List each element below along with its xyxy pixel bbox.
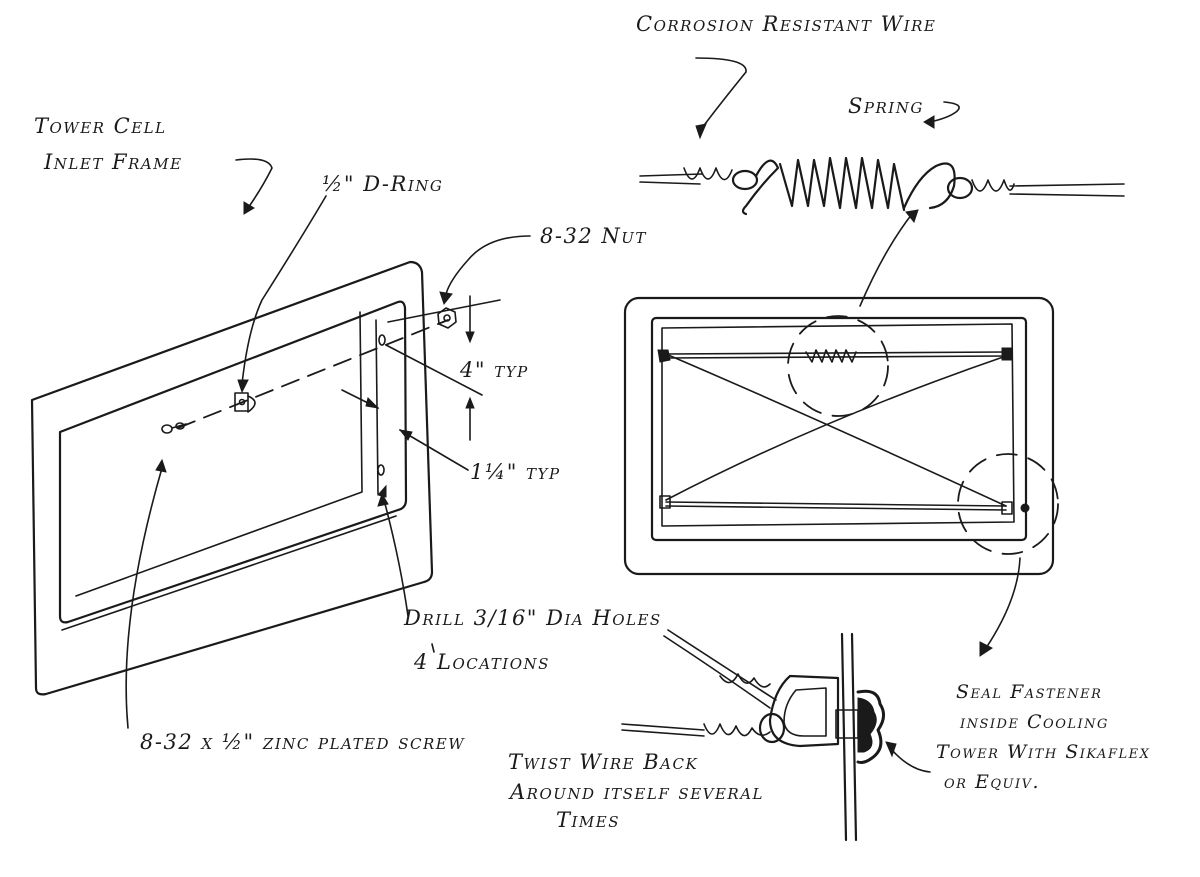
wire-spring-detail — [639, 156, 1125, 216]
dimension-4in — [385, 295, 501, 441]
nut-drawing — [437, 307, 457, 329]
label-twist-wire-line2: Around itself several — [510, 780, 765, 804]
label-corrosion-resistant-wire: Corrosion Resistant Wire — [636, 12, 937, 36]
installed-frame-front-view — [623, 209, 1059, 657]
label-twist-wire-line1: Twist Wire Back — [508, 750, 699, 774]
leader-arrows-left — [125, 158, 531, 729]
label-dimension-4in: 4" typ — [460, 358, 529, 382]
fastener-axis-dashed-line — [177, 319, 449, 429]
label-tower-cell: Tower Cell — [34, 114, 167, 138]
label-spring: Spring — [848, 94, 924, 118]
label-four-locations: 4 Locations — [414, 650, 550, 674]
label-screw: 8-32 x ½" zinc plated screw — [140, 730, 466, 754]
label-seal-line4: or Equiv. — [944, 771, 1041, 793]
label-twist-wire-line3: Times — [556, 808, 621, 832]
d-ring-attachment-detail — [621, 629, 931, 842]
d-ring-drawing — [234, 392, 256, 413]
stray-pencil-mark — [431, 643, 435, 653]
label-nut: 8-32 Nut — [540, 224, 647, 248]
label-drill-holes: Drill 3/16" Dia Holes — [404, 606, 662, 630]
screw-drawing — [161, 422, 187, 434]
dimension-1-quarter-in — [341, 389, 469, 471]
label-inlet-frame: Inlet Frame — [44, 150, 183, 174]
label-seal-line3: Tower With Sikaflex — [936, 741, 1151, 763]
tower-cell-inlet-frame-drawing — [30, 260, 434, 696]
label-dimension-1-quarter-in: 1¼" typ — [470, 460, 561, 484]
leader-arrows-top-right — [695, 57, 960, 140]
label-seal-line1: Seal Fastener — [956, 681, 1103, 703]
label-d-ring: ½" D-Ring — [322, 172, 444, 196]
label-seal-line2: inside Cooling — [960, 711, 1109, 733]
